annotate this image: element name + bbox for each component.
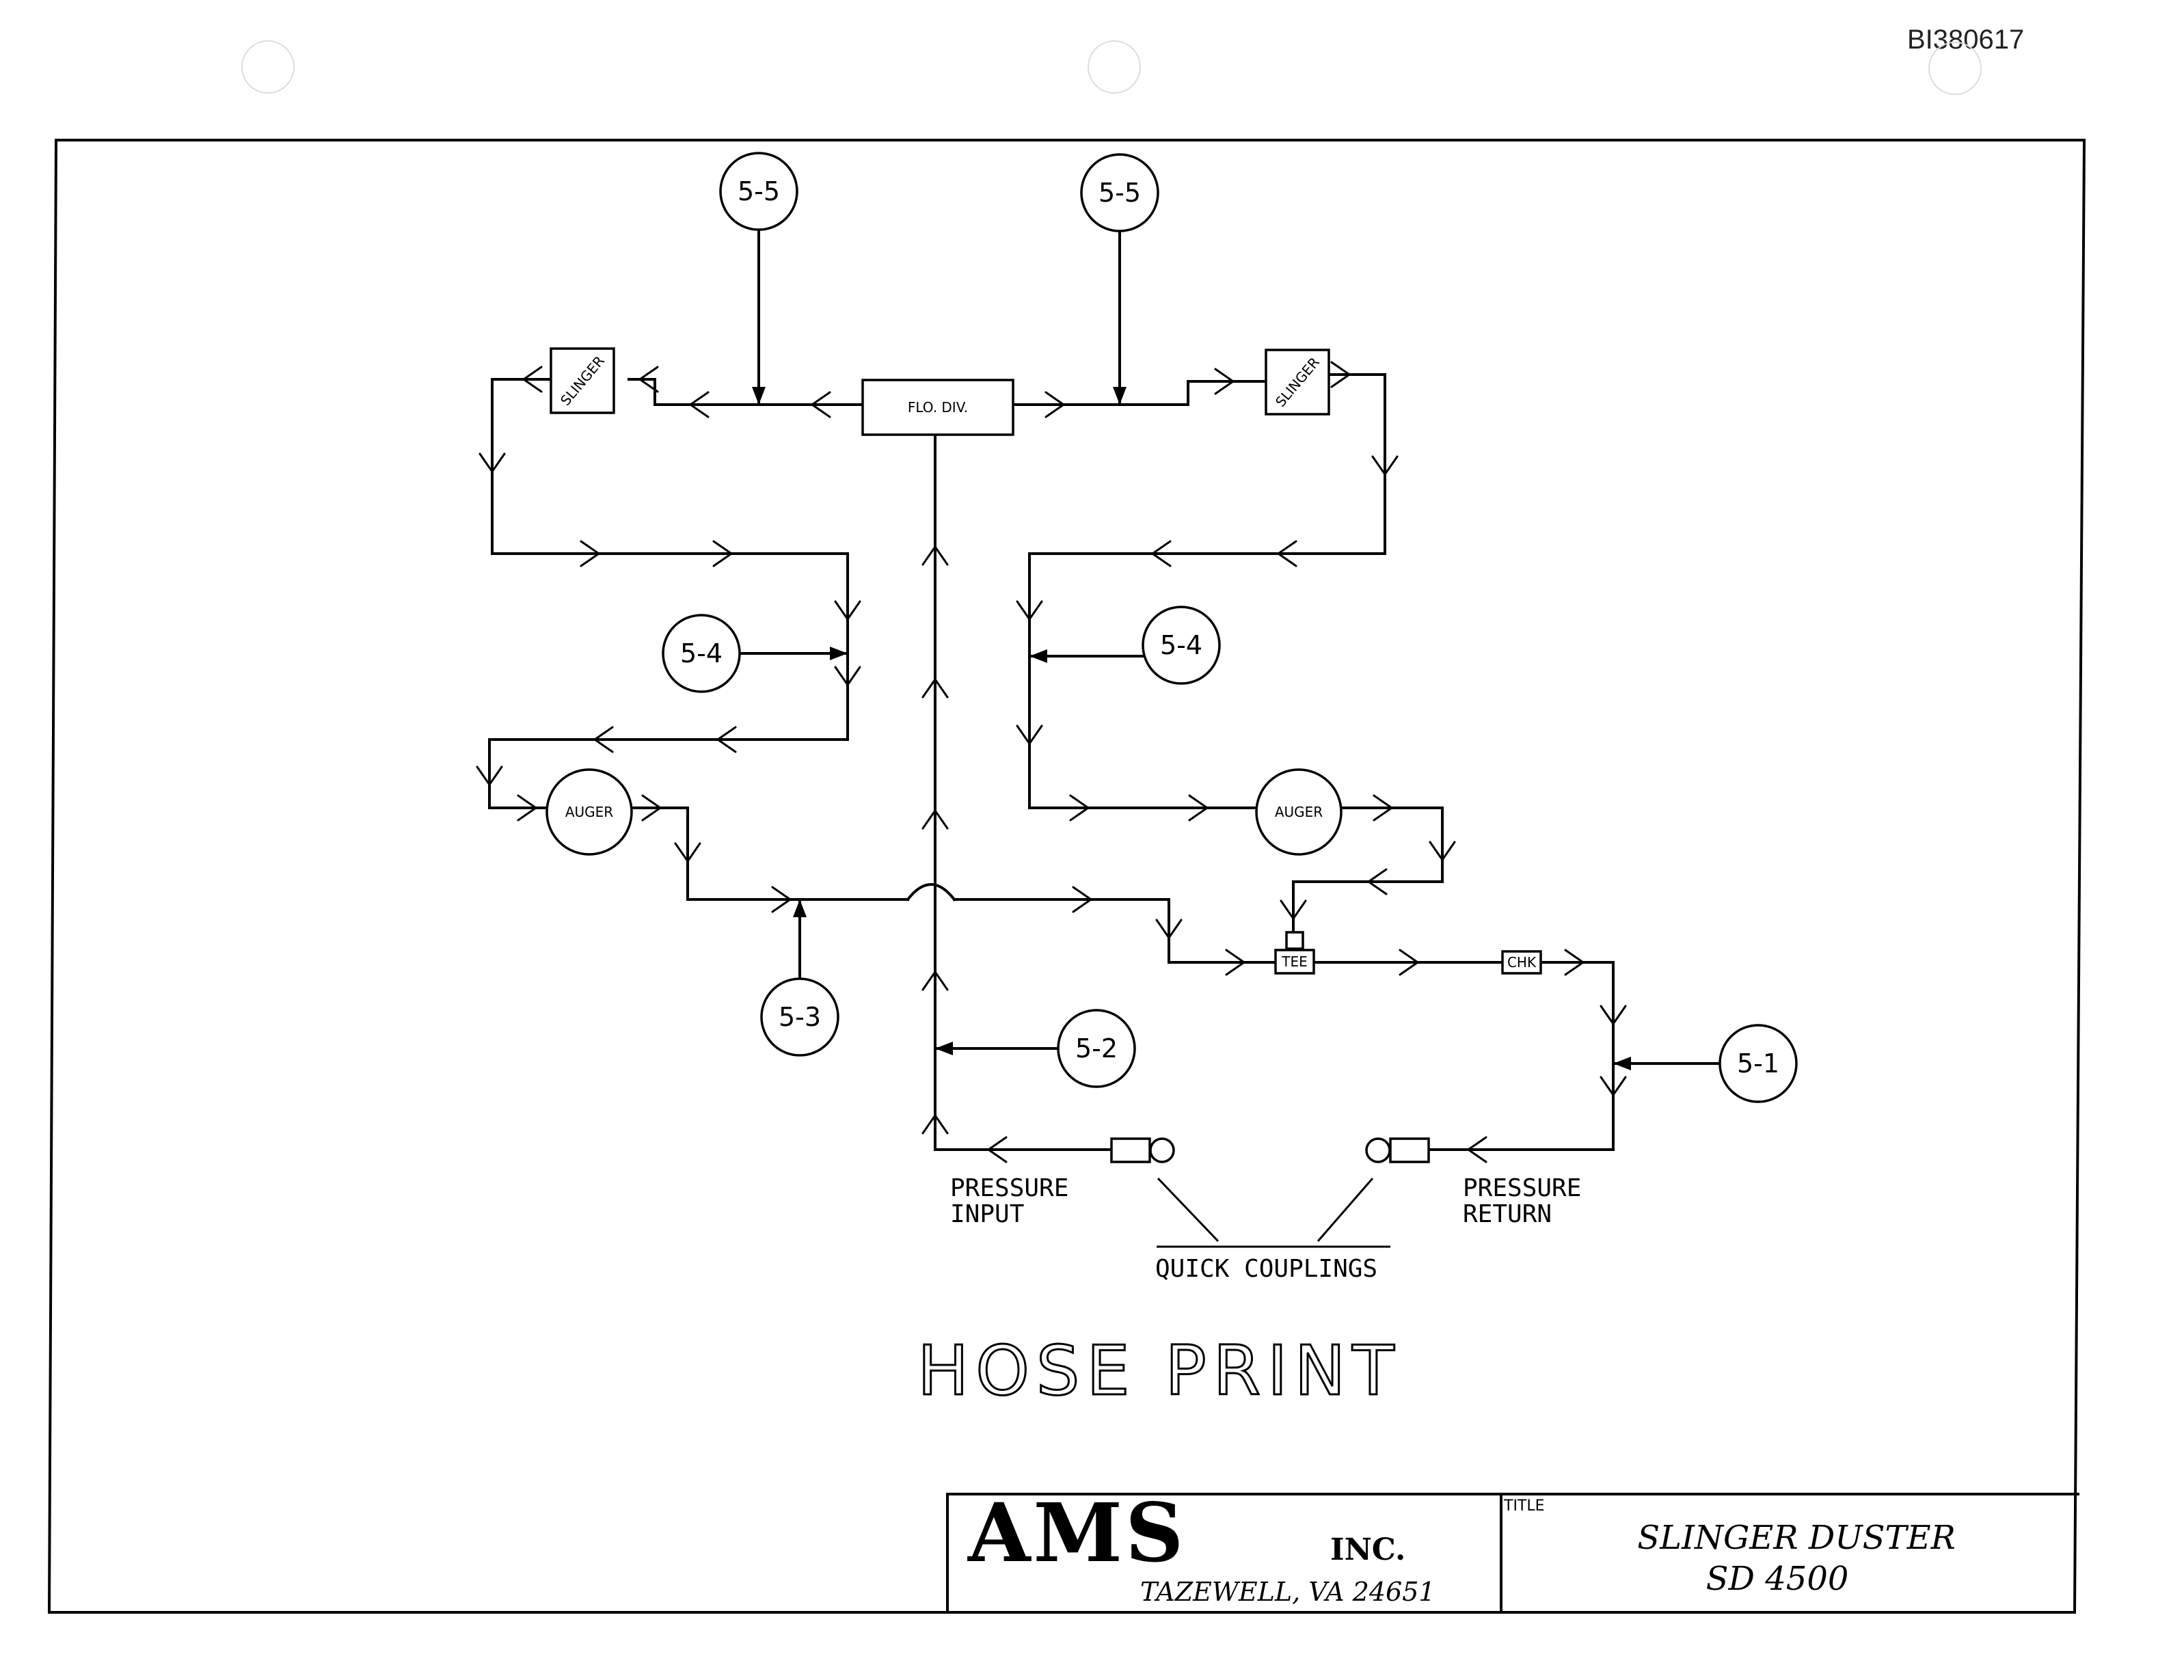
svg-text:5-4: 5-4 xyxy=(1160,630,1202,660)
pressure-return-label-line2: RETURN xyxy=(1463,1200,1552,1228)
quick-coupling-input xyxy=(1110,1137,1175,1163)
callout-5-4-left: 5-4 xyxy=(662,614,741,693)
check-valve: CHK xyxy=(1501,950,1542,975)
callout-5-2: 5-2 xyxy=(1057,1009,1136,1088)
svg-text:5-5: 5-5 xyxy=(738,176,780,206)
svg-text:5-4: 5-4 xyxy=(680,638,723,668)
svg-text:FLO. DIV.: FLO. DIV. xyxy=(908,399,968,416)
svg-text:5-5: 5-5 xyxy=(1098,178,1141,208)
auger-right: AUGER xyxy=(1255,768,1343,856)
pressure-input-label-line1: PRESSURE xyxy=(950,1174,1068,1202)
quick-couplings-label: QUICK COUPLINGS xyxy=(1155,1255,1377,1283)
callout-5-5-right: 5-5 xyxy=(1080,153,1159,232)
company-logo: AMS xyxy=(967,1485,1186,1580)
title-line-1: SLINGER DUSTER xyxy=(1637,1519,1956,1557)
title-line-2: SD 4500 xyxy=(1706,1560,1849,1598)
document-id: BI380617 xyxy=(1907,25,2025,55)
drawing-title: HOSE PRINT xyxy=(917,1331,1401,1411)
flow-arrows xyxy=(476,361,1627,1163)
leader-arrowheads xyxy=(752,387,1631,1070)
callout-5-3: 5-3 xyxy=(760,977,839,1057)
slinger-right: SLINGER xyxy=(1265,349,1330,416)
quick-coupling-pointers xyxy=(1157,1177,1390,1248)
svg-text:5-2: 5-2 xyxy=(1075,1033,1118,1063)
svg-text:AUGER: AUGER xyxy=(1275,804,1323,820)
quick-coupling-return xyxy=(1365,1137,1430,1163)
flow-divider: FLO. DIV. xyxy=(861,379,1014,436)
company-address: TAZEWELL, VA 24651 xyxy=(1140,1577,1435,1607)
svg-text:5-3: 5-3 xyxy=(779,1002,821,1032)
callout-5-1: 5-1 xyxy=(1718,1024,1798,1103)
company-suffix: INC. xyxy=(1330,1532,1405,1567)
title-block: AMS INC. TAZEWELL, VA 24651 TITLE SLINGE… xyxy=(946,1485,2079,1614)
title-label: TITLE xyxy=(1503,1498,1545,1515)
svg-text:TEE: TEE xyxy=(1281,953,1308,970)
pressure-input-label-line2: INPUT xyxy=(950,1200,1024,1228)
drawing-border xyxy=(47,139,2086,1614)
auger-left: AUGER xyxy=(545,768,633,856)
callout-5-4-right: 5-4 xyxy=(1142,606,1221,685)
tee-fitting: TEE xyxy=(1274,931,1315,975)
pressure-return-label-line1: PRESSURE xyxy=(1463,1174,1581,1202)
callout-5-5-left: 5-5 xyxy=(719,152,798,231)
punch-holes xyxy=(241,40,1982,95)
slinger-left: SLINGER xyxy=(550,347,615,414)
svg-text:CHK: CHK xyxy=(1507,954,1537,971)
svg-text:5-1: 5-1 xyxy=(1737,1048,1779,1079)
svg-text:AUGER: AUGER xyxy=(565,804,613,820)
